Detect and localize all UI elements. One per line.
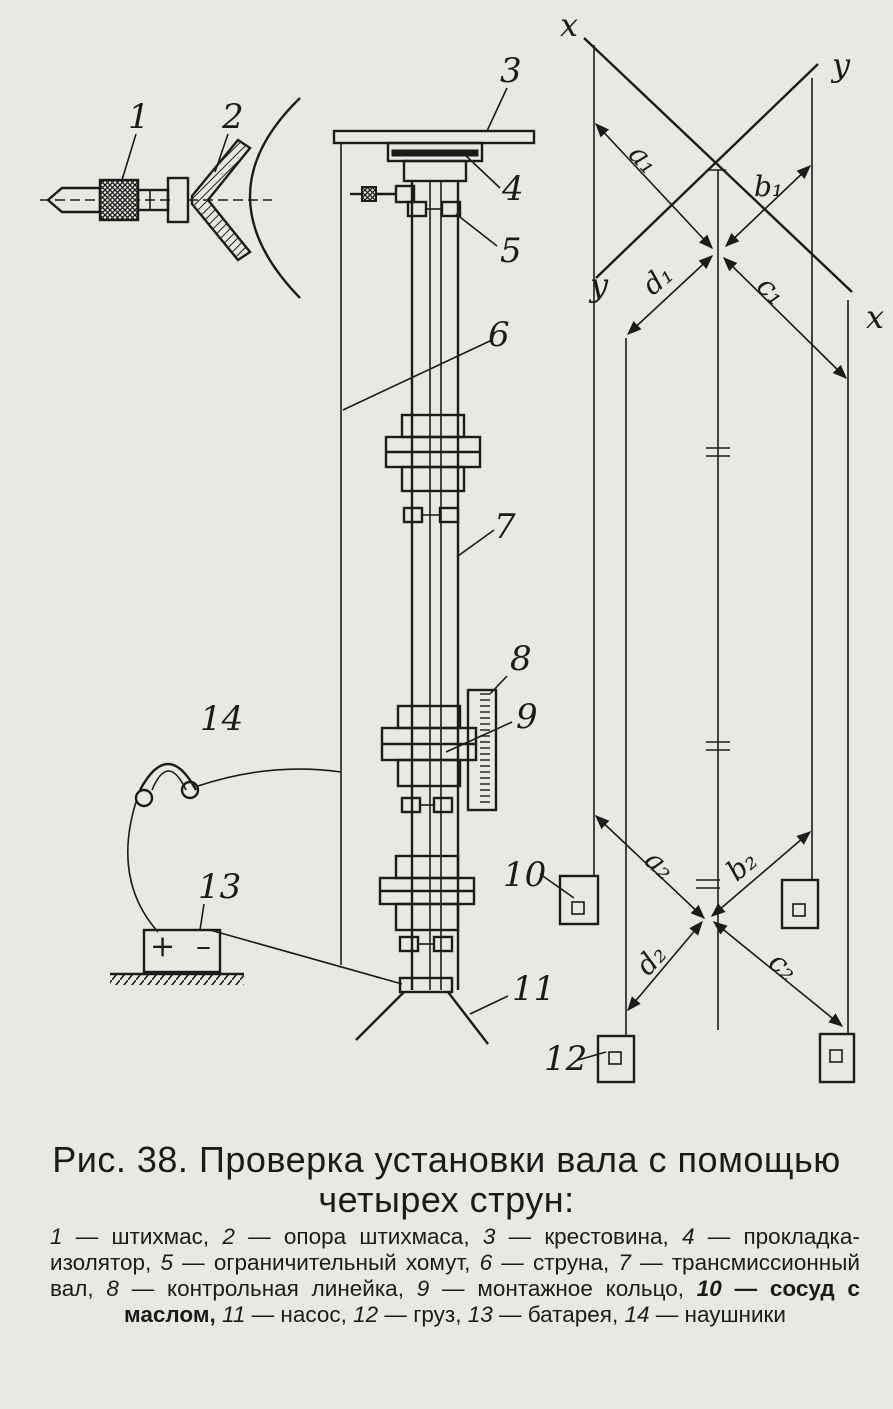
limiting-collars: [398, 200, 462, 953]
dist-a1: a₁: [622, 138, 665, 181]
pump: [355, 976, 489, 1045]
axis-y-top: y: [830, 46, 851, 84]
legend-item: 8 — контрольная линейка,: [106, 1276, 404, 1301]
legend-text: монтажное кольцо,: [477, 1276, 684, 1301]
legend-text: контрольная линейка,: [167, 1276, 404, 1301]
figure-caption: Рис. 38. Проверка установки вала с помощ…: [30, 1140, 863, 1220]
legend-item: 11 — насос,: [222, 1302, 347, 1327]
battery-minus: –: [196, 929, 211, 964]
legend-number: 5: [160, 1250, 173, 1275]
battery-plus: +: [150, 929, 175, 964]
string-scheme: [558, 37, 856, 1084]
legend-item: 7 — трансмиссионный вал,: [50, 1250, 860, 1301]
micrometer: [40, 176, 190, 224]
label-13: 13: [198, 867, 241, 907]
label-3: 3: [500, 51, 522, 91]
mounting-ring: [380, 704, 478, 788]
label-10: 10: [503, 855, 546, 895]
label-8: 8: [510, 639, 532, 679]
legend-item: 2 — опора штихмаса,: [222, 1224, 470, 1249]
legend-text: крестовина,: [544, 1224, 669, 1249]
figure-legend: 1 — штихмас, 2 — опора штихмаса, 3 — кре…: [50, 1224, 860, 1328]
legend-number: 3: [482, 1224, 496, 1249]
legend-text: насос,: [280, 1302, 347, 1327]
legend-item: 4 — прокладка-изолятор,: [50, 1224, 860, 1275]
legend-item: 12 — груз,: [353, 1302, 462, 1327]
legend-text: опора штихмаса,: [283, 1224, 470, 1249]
label-6: 6: [488, 315, 510, 355]
axis-x-top: x: [560, 6, 578, 44]
label-11: 11: [512, 969, 555, 1009]
dist-b2: b₂: [720, 844, 764, 888]
caption-title: Рис. 38. Проверка установки вала с помощ…: [52, 1139, 841, 1220]
label-4: 4: [501, 169, 524, 209]
legend-number: 2: [222, 1224, 235, 1249]
legend-number: 1: [50, 1224, 63, 1249]
axis-x-low: x: [866, 298, 884, 336]
legend-text: струна,: [532, 1250, 610, 1275]
micrometer-support: [188, 97, 301, 299]
label-7: 7: [494, 507, 516, 547]
control-ruler: [466, 688, 498, 812]
legend-text: груз,: [413, 1302, 462, 1327]
legend-text: трансмиссионный вал,: [50, 1250, 860, 1301]
label-2: 2: [221, 97, 244, 137]
legend-item: 6 — струна,: [479, 1250, 610, 1275]
legend-item: 9 — монтажное кольцо,: [416, 1276, 684, 1301]
legend-text: ограничительный хомут,: [213, 1250, 471, 1275]
legend-item: 5 — ограничительный хомут,: [160, 1250, 471, 1275]
legend-text: наушники: [684, 1302, 786, 1327]
legend-number: 7: [618, 1250, 631, 1275]
legend-item: 13 — батарея,: [467, 1302, 619, 1327]
dist-b1: b₁: [754, 170, 783, 203]
legend-number: 8: [106, 1276, 119, 1301]
label-1: 1: [128, 97, 150, 137]
label-9: 9: [516, 697, 538, 737]
dist-d1: d₁: [636, 258, 680, 302]
legend-item: 14 — наушники: [624, 1302, 786, 1327]
label-5: 5: [500, 231, 522, 271]
side-clamp: [350, 184, 416, 204]
dist-d2: d₂: [629, 938, 673, 982]
legend-number: 10: [696, 1276, 722, 1301]
legend-number: 14: [624, 1302, 650, 1327]
legend-text: штихмас,: [111, 1224, 210, 1249]
legend-text: батарея,: [527, 1302, 619, 1327]
legend-number: 6: [479, 1250, 493, 1275]
shaft-alignment-diagram: 1 2 3 4: [40, 6, 884, 1084]
wire-headphone-battery: [127, 801, 159, 933]
headphones: [134, 762, 200, 808]
insulator-pad: [386, 141, 484, 183]
legend-item: 1 — штихмас,: [50, 1224, 210, 1249]
cross-piece: [332, 129, 536, 145]
label-14: 14: [200, 699, 243, 739]
legend-item: 10 — сосуд с маслом,: [124, 1276, 860, 1327]
axis-y-low: y: [588, 266, 609, 304]
legend-item: 3 — крестовина,: [482, 1224, 669, 1249]
transmission-shaft: [410, 181, 460, 990]
legend-number: 11: [222, 1302, 246, 1327]
legend-number: 4: [681, 1224, 695, 1249]
dist-c1: c₁: [750, 269, 792, 311]
coupling-lower: [378, 854, 476, 932]
dist-a2: a₂: [638, 843, 681, 886]
legend-number: 9: [416, 1276, 430, 1301]
legend-text: сосуд с маслом,: [124, 1276, 860, 1327]
legend-text: прокладка-изолятор,: [50, 1224, 860, 1275]
wire-headphone-string: [197, 768, 342, 787]
wire-battery-pump: [209, 929, 403, 985]
coupling-upper: [384, 413, 482, 493]
legend-number: 12: [353, 1302, 379, 1327]
battery: [110, 928, 244, 985]
legend-number: 13: [467, 1302, 493, 1327]
dist-c2: c₂: [762, 945, 804, 988]
